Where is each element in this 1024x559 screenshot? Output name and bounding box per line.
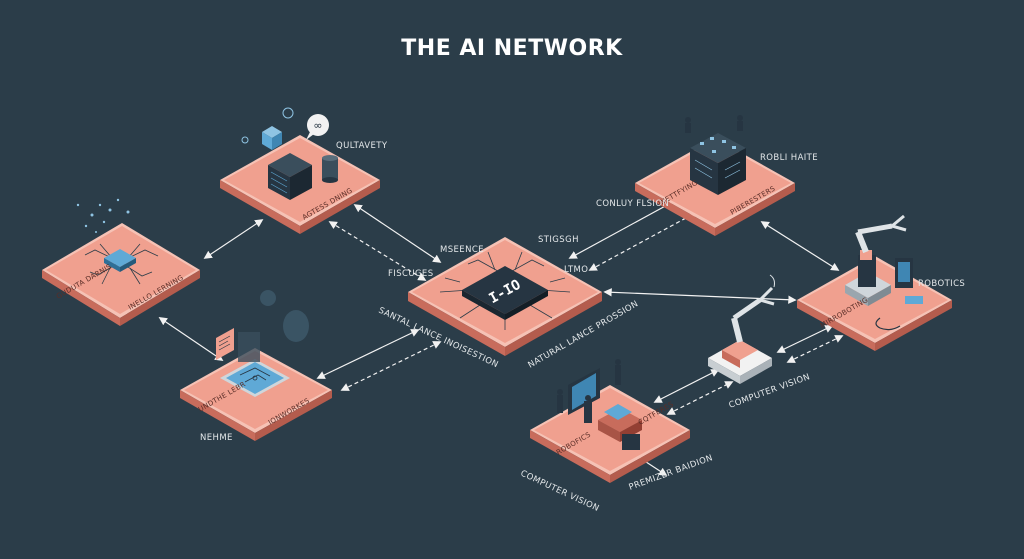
connector-top-center-dashed [328, 221, 427, 281]
platform-neural-networks[interactable]: UNDTHE LEBR IONWORKES NEHME [180, 290, 332, 443]
below-label: NEHME [200, 433, 233, 443]
server-rack-icon [268, 153, 312, 200]
connector-center-topright-dashed [588, 211, 699, 271]
chat-bubble-icon: ∞ [306, 114, 329, 140]
monitor-icon [216, 328, 234, 360]
side-label: ROBOTICS [918, 279, 965, 289]
robot-arm-icon [731, 317, 743, 343]
side-label: QULTAVETY [336, 141, 388, 151]
connector-arm-right-dashed [786, 335, 844, 363]
display-box-icon [622, 434, 640, 450]
connector-arm-right-solid [776, 325, 834, 353]
connection-label: LTMO [564, 265, 588, 275]
robot-arm-pedestal[interactable] [708, 274, 775, 384]
database-icon [322, 155, 338, 183]
below-label: COMPUTER VISION [519, 469, 601, 514]
platform-core-ai[interactable]: I-IO [408, 237, 602, 356]
connector-top-center-solid [353, 204, 442, 263]
connector-bottom-arm-solid [653, 369, 720, 403]
industrial-robot-arm-icon [845, 214, 907, 306]
robot-silhouette-icon [260, 290, 309, 342]
node-dot-icon [241, 136, 249, 144]
connection-label: MSEENCE [440, 245, 484, 255]
connector-topright-right [760, 221, 840, 271]
data-cube-icon [262, 126, 282, 150]
platform-robotics[interactable]: ROBOTICS MIRROBOTING [797, 214, 965, 351]
workstation-icon [598, 404, 642, 442]
platform-machine-learning[interactable]: GUDUTA DARNIS INELLO LERNING [42, 198, 200, 326]
cable-icon [875, 317, 901, 331]
connectors [158, 197, 844, 476]
connection-label: FISCUGES [388, 269, 434, 279]
connection-label: CONLUY FLSION [596, 199, 669, 209]
side-label: ROBLI HAITE [760, 153, 818, 163]
connector-left-lowerleft [158, 317, 224, 361]
vision-screen-icon [568, 368, 600, 415]
svg-text:∞: ∞ [313, 119, 322, 132]
connector-lowerleft-center-solid [316, 329, 420, 379]
processor-chip-icon [690, 133, 746, 195]
connector-bottom-arm-dashed [666, 381, 734, 415]
data-particles-icon [76, 198, 130, 233]
people-icon [685, 115, 743, 133]
signal-icon [282, 107, 294, 119]
connector-lowerleft-center-dashed [340, 341, 442, 391]
connector-left-top [203, 219, 264, 259]
platform-computer-vision[interactable]: ROBOFICS CQTFERES COMPUTER VISION PREMIZ… [519, 359, 715, 514]
people-icon [557, 359, 621, 423]
keyboard-icon [905, 296, 923, 304]
tablet-device-icon [220, 359, 290, 397]
platform-data-processing[interactable]: ∞ QULTAVETY AGTESS DNING [220, 107, 388, 234]
connection-label: STIGSGH [538, 235, 579, 245]
platform-processors[interactable]: ROBLI HAITE INETTFYING PIBERESTERS [635, 115, 818, 236]
diagram-title: THE AI NETWORK [401, 36, 623, 61]
panel-icon [238, 332, 260, 362]
